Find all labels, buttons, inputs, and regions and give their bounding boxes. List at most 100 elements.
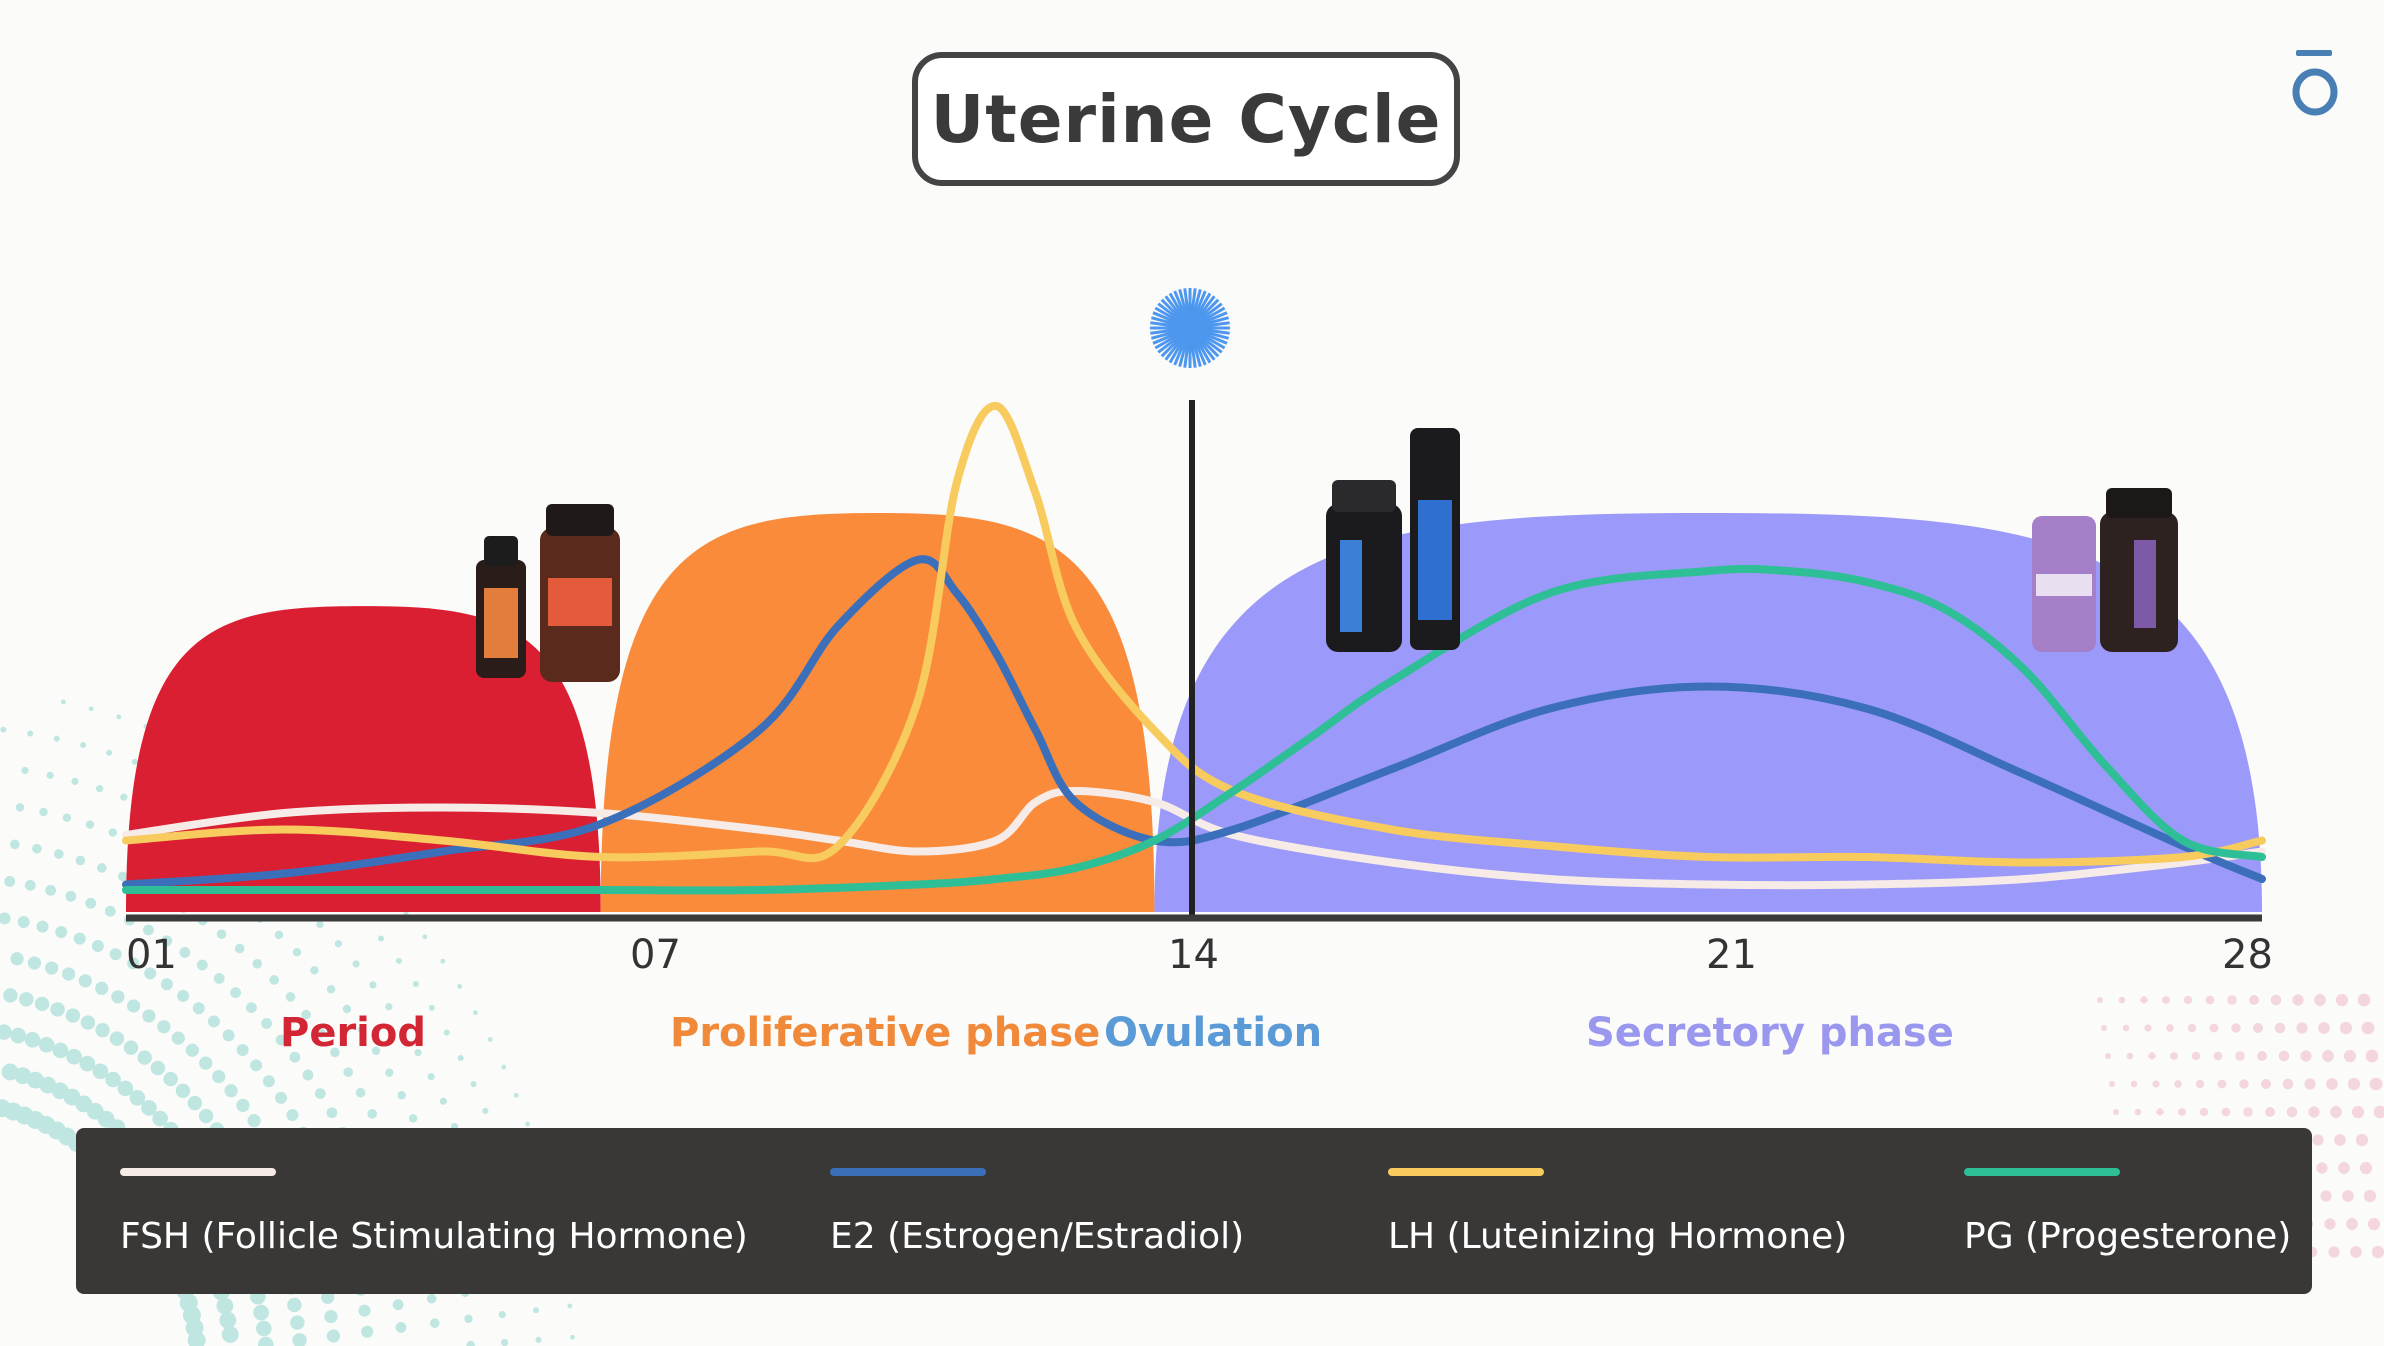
bg-dot <box>428 1004 435 1011</box>
sun-ray <box>1203 328 1230 335</box>
bg-dot <box>4 875 16 887</box>
day-label: 01 <box>126 932 177 978</box>
bg-dot <box>2148 1052 2156 1060</box>
bg-dot <box>570 1334 575 1340</box>
legend-label: FSH (Follicle Stimulating Hormone) <box>120 1216 748 1257</box>
bg-dot <box>3 988 18 1003</box>
bg-dot <box>92 1063 109 1080</box>
bg-dot <box>2209 1023 2219 1033</box>
series-line-fsh <box>122 786 2266 890</box>
bg-dot <box>2213 1051 2223 1061</box>
bg-dot <box>34 996 50 1012</box>
bg-dot <box>400 1025 408 1033</box>
bg-dot <box>250 1059 263 1072</box>
bg-dot <box>95 1023 110 1038</box>
bg-dot <box>175 1083 191 1099</box>
bg-dot <box>85 820 95 829</box>
bg-dot <box>142 1009 156 1023</box>
bg-dot <box>53 735 60 742</box>
sun-ray <box>1183 288 1190 315</box>
bg-dot <box>310 966 319 975</box>
bg-dot <box>334 940 342 948</box>
bg-dot <box>2300 1050 2312 1062</box>
bg-dot <box>513 1092 519 1098</box>
bg-dot <box>2118 996 2126 1004</box>
bg-dot <box>60 699 66 705</box>
bg-dot <box>10 952 24 966</box>
phase-label-proliferative: Proliferative phase <box>670 1010 1101 1056</box>
bg-dot <box>36 920 49 933</box>
bg-dot <box>10 1027 27 1044</box>
bg-dot <box>131 758 138 765</box>
bg-dot <box>422 934 428 940</box>
bg-dot <box>144 967 157 980</box>
sun-ray <box>1173 340 1187 366</box>
bg-dot <box>392 1299 404 1311</box>
sun-ray <box>1164 338 1183 361</box>
bg-dot <box>343 1067 353 1077</box>
bg-dot <box>207 1015 220 1028</box>
sun-ray <box>1198 298 1220 320</box>
bg-dot <box>10 839 20 850</box>
bg-dot <box>2221 1107 2231 1117</box>
bg-dot <box>137 1050 152 1065</box>
bg-dot <box>27 1071 44 1089</box>
phase-label-ovulation: Ovulation <box>1104 1010 1323 1056</box>
bg-dot <box>196 959 208 971</box>
bg-dot <box>65 890 77 902</box>
bg-dot <box>2330 1106 2342 1118</box>
bg-dot <box>275 1091 288 1104</box>
bg-dot <box>24 879 36 891</box>
bg-dot <box>2235 1051 2245 1061</box>
bg-dot <box>2304 1078 2316 1090</box>
bg-dot <box>2126 1052 2134 1060</box>
sun-ray <box>1203 321 1230 328</box>
bg-dot <box>2312 1134 2324 1146</box>
bg-dot <box>440 958 446 964</box>
sun-ray <box>1160 298 1182 320</box>
bg-dot <box>27 730 34 737</box>
bg-dot <box>179 947 191 958</box>
bg-dot <box>85 897 97 909</box>
bg-dot <box>123 1040 139 1055</box>
bg-dot <box>2347 1077 2361 1091</box>
legend-swatch <box>1964 1168 2120 1176</box>
bg-dot <box>2274 1022 2286 1034</box>
bg-dot <box>27 956 42 970</box>
bg-dot <box>79 1055 96 1072</box>
bg-dot <box>192 1002 205 1015</box>
phase-label-period: Period <box>280 1010 426 1056</box>
bg-dot <box>62 967 76 981</box>
sun-ray <box>1190 288 1197 315</box>
bg-dot <box>150 1060 166 1076</box>
bg-dot <box>2361 1021 2375 1035</box>
bg-dot <box>316 920 324 929</box>
bg-dot <box>326 1329 340 1343</box>
bg-dot <box>2308 1106 2320 1118</box>
sun-ray <box>1203 316 1230 326</box>
sun-ray <box>1200 302 1223 321</box>
bg-dot <box>2257 1051 2267 1061</box>
bg-dot <box>45 884 57 896</box>
bg-dot <box>2357 993 2371 1007</box>
bg-dot <box>117 1080 134 1097</box>
bg-dot <box>525 1121 530 1127</box>
bg-dot <box>55 926 68 939</box>
ovulation-sun-icon <box>1150 288 1230 368</box>
bg-dot <box>397 1091 406 1100</box>
bg-dot <box>2292 994 2304 1006</box>
page-title: Uterine Cycle <box>930 80 1442 158</box>
series-line-lh <box>122 402 2266 867</box>
bg-dot <box>2363 1189 2377 1203</box>
bg-dot <box>2140 996 2148 1004</box>
bg-dot <box>274 930 284 940</box>
bg-dot <box>2199 1107 2209 1117</box>
phase-label-secretory: Secretory phase <box>1586 1010 1954 1056</box>
bg-dot <box>105 1071 121 1088</box>
bg-dot <box>2318 1022 2330 1034</box>
bg-dot <box>2265 1107 2275 1117</box>
bg-dot <box>361 1325 374 1338</box>
phase-dome-period <box>126 606 601 912</box>
bg-dot <box>2286 1106 2298 1118</box>
